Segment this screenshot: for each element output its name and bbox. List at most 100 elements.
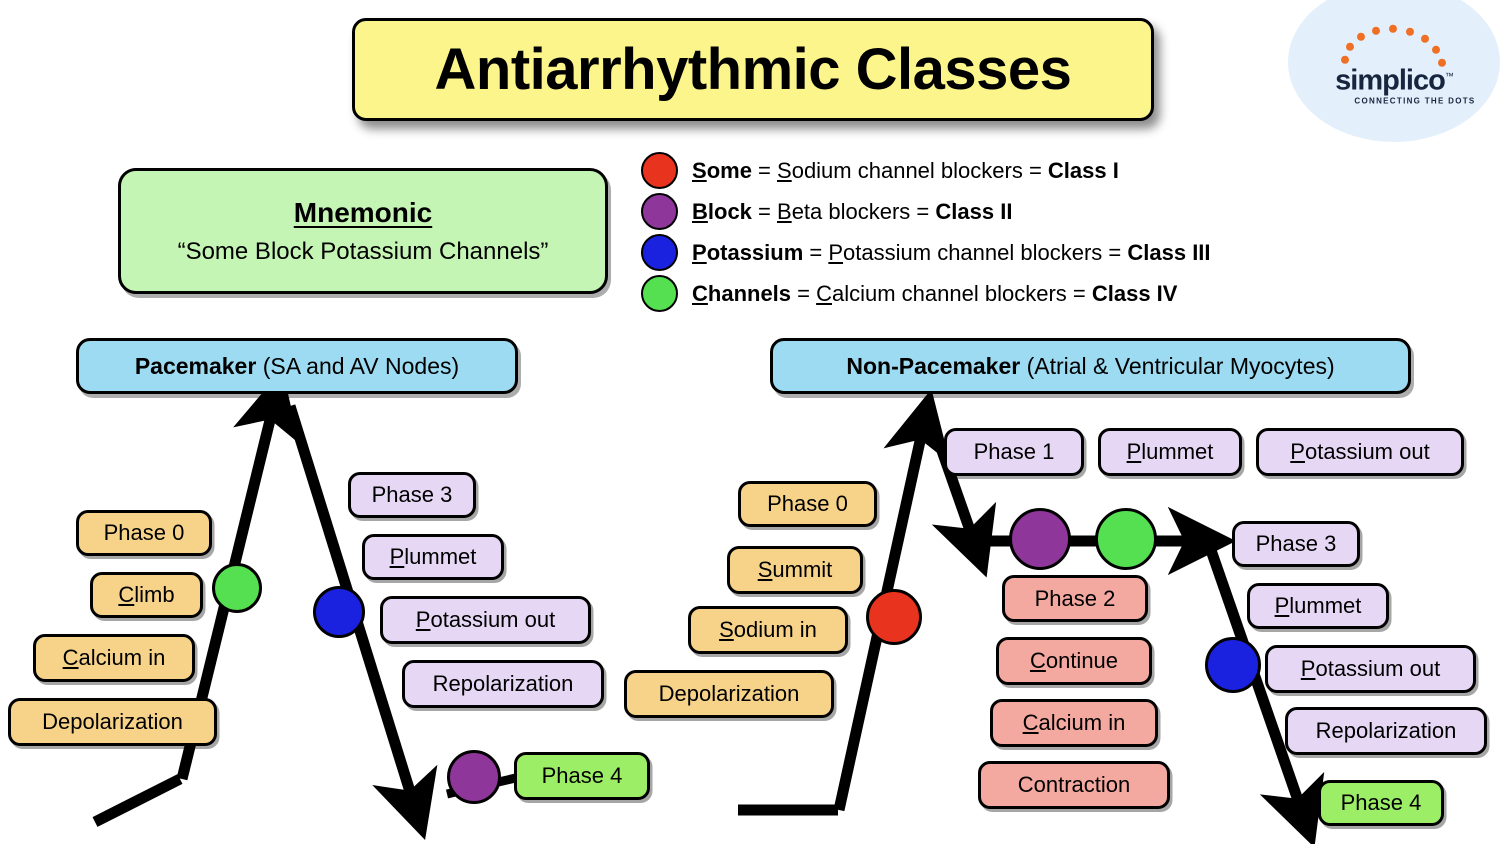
legend-dot-red-icon [641, 152, 678, 189]
legend-drug-initial: C [816, 280, 832, 306]
step-rest: ummit [772, 557, 833, 582]
pacemaker-phase4-ramp [92, 774, 183, 827]
legend-eq2: = [1022, 157, 1048, 183]
legend-eq2: = [1102, 239, 1128, 265]
legend-drug-initial: S [777, 157, 792, 183]
pacemaker-header-bold: Pacemaker [134, 352, 257, 379]
legend-label: Block = Beta blockers = Class II [692, 199, 1012, 225]
ion-initial: C [1022, 710, 1039, 735]
legend-eq2: = [1066, 280, 1092, 306]
step-rest: lummet [404, 544, 477, 569]
legend-dot-green-icon [641, 275, 678, 312]
legend-key-rest: hannels [707, 280, 792, 306]
step-initial: C [1029, 648, 1046, 673]
legend-label: Some = Sodium channel blockers = Class I [692, 158, 1119, 184]
legend-class: Class III [1127, 239, 1211, 265]
nonpacemaker-header-bold: Non-Pacemaker [846, 352, 1021, 379]
logo-word-text: simplico [1335, 64, 1446, 97]
step-initial: P [1126, 439, 1142, 464]
legend-label: Potassium = Potassium channel blockers =… [692, 240, 1211, 266]
step-initial: P [1274, 593, 1290, 618]
legend-item-class-iii: Potassium = Potassium channel blockers =… [641, 232, 1211, 273]
nonpacemaker-phase2-ion: Calcium in [990, 699, 1158, 747]
step-initial: C [118, 582, 135, 607]
nonpacemaker-potassium-node-icon [1205, 637, 1261, 693]
legend-label: Channels = Calcium channel blockers = Cl… [692, 281, 1177, 307]
logo-trademark: ™ [1444, 71, 1454, 82]
nonpacemaker-calcium-node-icon [1095, 508, 1157, 570]
legend-drug-rest: alcium channel blockers [832, 280, 1067, 306]
pacemaker-calcium-node-icon [212, 563, 262, 613]
legend-class: Class I [1047, 157, 1119, 183]
simplico-logo: simplico™ CONNECTING THE DOTS [1288, 0, 1500, 142]
pacemaker-phase0-step: Climb [90, 572, 203, 618]
slide-title-banner: Antiarrhythmic Classes [352, 18, 1154, 121]
legend-drug-initial: B [777, 198, 792, 224]
nonpacemaker-phase0-ion: Sodium in [688, 606, 848, 654]
legend-eq1: = [803, 239, 829, 265]
nonpacemaker-phase3-step: Plummet [1247, 583, 1389, 629]
legend-eq1: = [791, 280, 817, 306]
drug-class-legend: Some = Sodium channel blockers = Class I… [641, 150, 1211, 314]
legend-key-initial: P [692, 239, 707, 265]
step-initial: S [757, 557, 773, 582]
step-initial: P [389, 544, 405, 569]
ion-rest: otassium out [1315, 656, 1441, 681]
legend-item-class-ii: Block = Beta blockers = Class II [641, 191, 1211, 232]
step-rest: ontinue [1045, 648, 1119, 673]
nonpacemaker-phase0-step: Summit [727, 546, 863, 594]
nonpacemaker-phase1-step: Plummet [1098, 428, 1242, 476]
legend-eq1: = [751, 198, 777, 224]
ion-initial: P [1300, 656, 1316, 681]
legend-key-initial: C [692, 280, 708, 306]
legend-key-initial: S [692, 157, 707, 183]
logo-wordmark: simplico™ [1335, 64, 1454, 97]
nonpacemaker-phase2-event: Contraction [978, 761, 1170, 809]
pacemaker-section-header: Pacemaker (SA and AV Nodes) [76, 338, 518, 394]
nonpacemaker-phase0-title: Phase 0 [738, 481, 877, 527]
legend-drug-rest: eta blockers [791, 198, 911, 224]
mnemonic-heading: Mnemonic [293, 196, 433, 228]
legend-eq2: = [910, 198, 936, 224]
legend-drug-rest: odium channel blockers [791, 157, 1023, 183]
nonpacemaker-phase1-ion: Potassium out [1256, 428, 1464, 476]
pacemaker-phase4-box: Phase 4 [514, 752, 650, 800]
pacemaker-phase3-title: Phase 3 [348, 472, 476, 518]
legend-class: Class IV [1091, 280, 1178, 306]
nonpacemaker-header-rest: (Atrial & Ventricular Myocytes) [1020, 352, 1335, 379]
nonpacemaker-phase3-ion: Potassium out [1265, 645, 1476, 693]
ion-rest: otassium out [430, 607, 556, 632]
pacemaker-header-rest: (SA and AV Nodes) [256, 352, 460, 379]
mnemonic-panel: Mnemonic “Some Block Potassium Channels” [118, 168, 608, 294]
pacemaker-phase3-ion: Potassium out [380, 596, 591, 644]
step-rest: lummet [1289, 593, 1362, 618]
nonpacemaker-beta-node-icon [1009, 508, 1071, 570]
pacemaker-phase3-event: Repolarization [402, 660, 604, 708]
legend-dot-purple-icon [641, 193, 678, 230]
legend-eq1: = [751, 157, 778, 183]
nonpacemaker-phase3-event: Repolarization [1285, 707, 1487, 755]
legend-drug-rest: otassium channel blockers [843, 239, 1103, 265]
logo-dot-arc-icon [1339, 24, 1449, 67]
legend-key-rest: otassium [706, 239, 804, 265]
nonpacemaker-phase1-title: Phase 1 [944, 428, 1084, 476]
step-rest: limb [134, 582, 175, 607]
mnemonic-phrase: “Some Block Potassium Channels” [177, 237, 549, 265]
ion-initial: C [62, 645, 79, 670]
ion-initial: S [719, 617, 734, 642]
ion-initial: P [1290, 439, 1305, 464]
pacemaker-phase3-step: Plummet [362, 534, 504, 580]
nonpacemaker-phase0-event: Depolarization [624, 670, 834, 718]
pacemaker-phase0-ion: Calcium in [33, 634, 195, 682]
legend-item-class-iv: Channels = Calcium channel blockers = Cl… [641, 273, 1211, 314]
pacemaker-phase0-title: Phase 0 [76, 510, 212, 556]
ion-rest: odium in [733, 617, 817, 642]
nonpacemaker-section-header: Non-Pacemaker (Atrial & Ventricular Myoc… [770, 338, 1411, 394]
ion-rest: alcium in [78, 645, 166, 670]
legend-key-rest: ome [706, 157, 752, 183]
legend-key-rest: lock [707, 198, 752, 224]
legend-dot-blue-icon [641, 234, 678, 271]
pacemaker-beta-node-icon [447, 750, 501, 804]
pacemaker-phase0-event: Depolarization [8, 698, 217, 746]
